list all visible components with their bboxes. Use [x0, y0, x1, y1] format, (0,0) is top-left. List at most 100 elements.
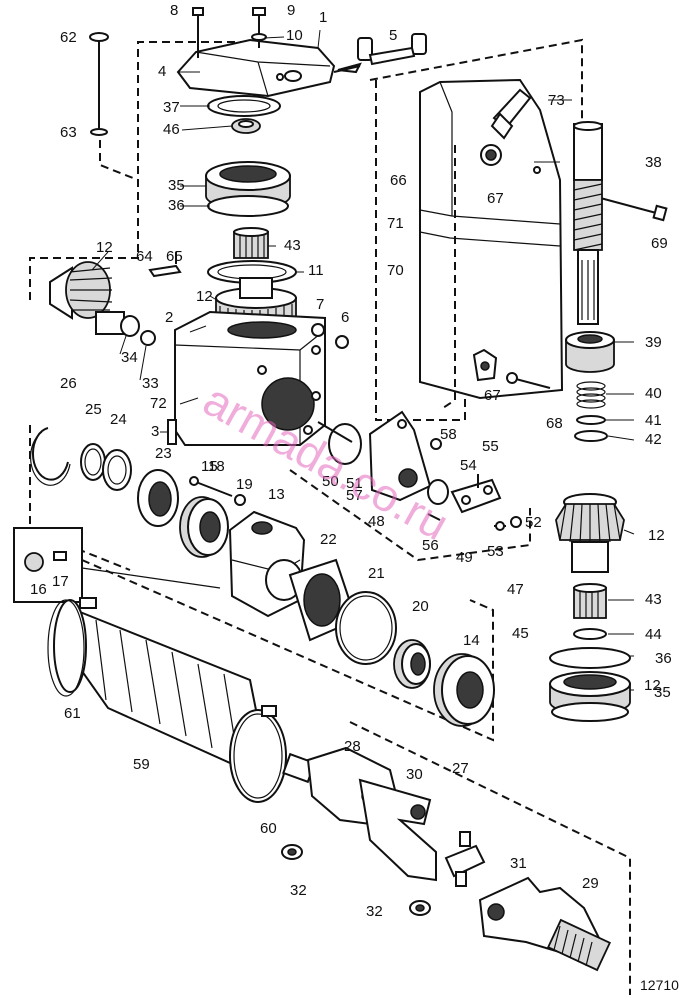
screw-9 [251, 7, 267, 48]
callout-36: 36 [655, 650, 672, 667]
callout-35: 35 [654, 684, 671, 701]
washer-7 [311, 323, 325, 337]
callout-12: 12 [648, 527, 665, 544]
callout-14: 14 [463, 632, 480, 649]
ring-49 [427, 479, 449, 505]
callout-40: 40 [645, 385, 662, 402]
callout-13: 13 [268, 486, 285, 503]
callout-43: 43 [284, 237, 301, 254]
callout-34: 34 [121, 349, 138, 366]
callout-2: 2 [165, 309, 173, 326]
figure-number: 12710 [640, 977, 679, 993]
bolt-18 [189, 476, 233, 497]
top-cover [176, 38, 336, 98]
output-yoke-29 [478, 876, 612, 972]
callout-57: 57 [346, 487, 363, 504]
callout-49: 49 [456, 549, 473, 566]
callout-72: 72 [150, 395, 167, 412]
clamp-60 [229, 705, 287, 803]
bellows-59 [53, 599, 264, 774]
callout-7: 7 [316, 296, 324, 313]
shift-arm-49 [450, 478, 502, 514]
callout-56: 56 [422, 537, 439, 554]
ring-41 [576, 415, 606, 425]
callout-60: 60 [260, 820, 277, 837]
yoke-30 [358, 778, 437, 882]
pin-51 [317, 421, 353, 443]
o-ring-21 [335, 591, 397, 665]
callout-63: 63 [60, 124, 77, 141]
callout-70: 70 [387, 262, 404, 279]
screw-8 [192, 7, 204, 58]
callout-67: 67 [484, 387, 501, 404]
callout-25: 25 [85, 401, 102, 418]
callout-12: 12 [196, 288, 213, 305]
callout-54: 54 [460, 457, 477, 474]
bearing-15 [179, 496, 229, 558]
roller-bearing-43-top [233, 227, 269, 259]
callout-32: 32 [290, 882, 307, 899]
callout-20: 20 [412, 598, 429, 615]
callout-52: 52 [525, 514, 542, 531]
upper-drive-housing [419, 78, 564, 411]
callout-45: 45 [512, 625, 529, 642]
callout-15: 15 [201, 458, 218, 475]
callout-29: 29 [582, 875, 599, 892]
callout-11: 11 [308, 262, 324, 279]
gear-housing-2 [167, 310, 326, 446]
washer-58 [430, 438, 442, 450]
bearing-20 [393, 639, 431, 689]
callout-24: 24 [110, 411, 127, 428]
callout-19: 19 [236, 476, 253, 493]
pin-56 [427, 513, 441, 521]
ring-42 [574, 430, 608, 442]
bolt-68 [506, 372, 551, 389]
gear-12-left [49, 261, 156, 346]
callout-44: 44 [645, 626, 662, 643]
callout-41: 41 [645, 412, 662, 429]
callout-23: 23 [155, 445, 172, 462]
callout-39: 39 [645, 334, 662, 351]
callout-1: 1 [319, 9, 327, 26]
callout-30: 30 [406, 766, 423, 783]
callout-46: 46 [163, 121, 180, 138]
callout-67: 67 [487, 190, 504, 207]
bearing-cup-35-lower [549, 671, 631, 722]
callout-66: 66 [390, 172, 407, 189]
callout-12: 12 [644, 677, 661, 694]
callout-9: 9 [287, 2, 295, 19]
callout-37: 37 [163, 99, 180, 116]
bracket-5 [333, 33, 427, 74]
callout-71: 71 [387, 215, 404, 232]
bearing-housing-13 [228, 510, 306, 618]
callout-10: 10 [286, 27, 303, 44]
shim-44 [573, 628, 607, 640]
callout-21: 21 [368, 565, 385, 582]
callout-47: 47 [507, 581, 524, 598]
clamp-61 [47, 597, 97, 697]
bolt-52 [510, 516, 522, 528]
callout-68: 68 [546, 415, 563, 432]
seal-45 [549, 647, 631, 669]
seal-23 [137, 469, 179, 527]
callout-42: 42 [645, 431, 662, 448]
callout-64: 64 [136, 248, 153, 265]
cross-31 [444, 831, 486, 887]
washer-32a [281, 844, 303, 860]
callout-35: 35 [168, 177, 185, 194]
callout-33: 33 [142, 375, 159, 392]
callout-18: 18 [208, 458, 225, 475]
callout-50: 50 [322, 473, 339, 490]
nut-46 [231, 118, 261, 134]
bolt-53 [494, 521, 506, 531]
yoke-48 [368, 410, 432, 502]
callout-22: 22 [320, 531, 337, 548]
callout-27: 27 [452, 760, 469, 777]
roller-bearing-43-lower [573, 583, 607, 619]
washer-19 [234, 494, 246, 506]
callout-17: 17 [52, 573, 69, 590]
callout-5: 5 [389, 27, 397, 44]
callout-28: 28 [344, 738, 361, 755]
callout-55: 55 [482, 438, 499, 455]
